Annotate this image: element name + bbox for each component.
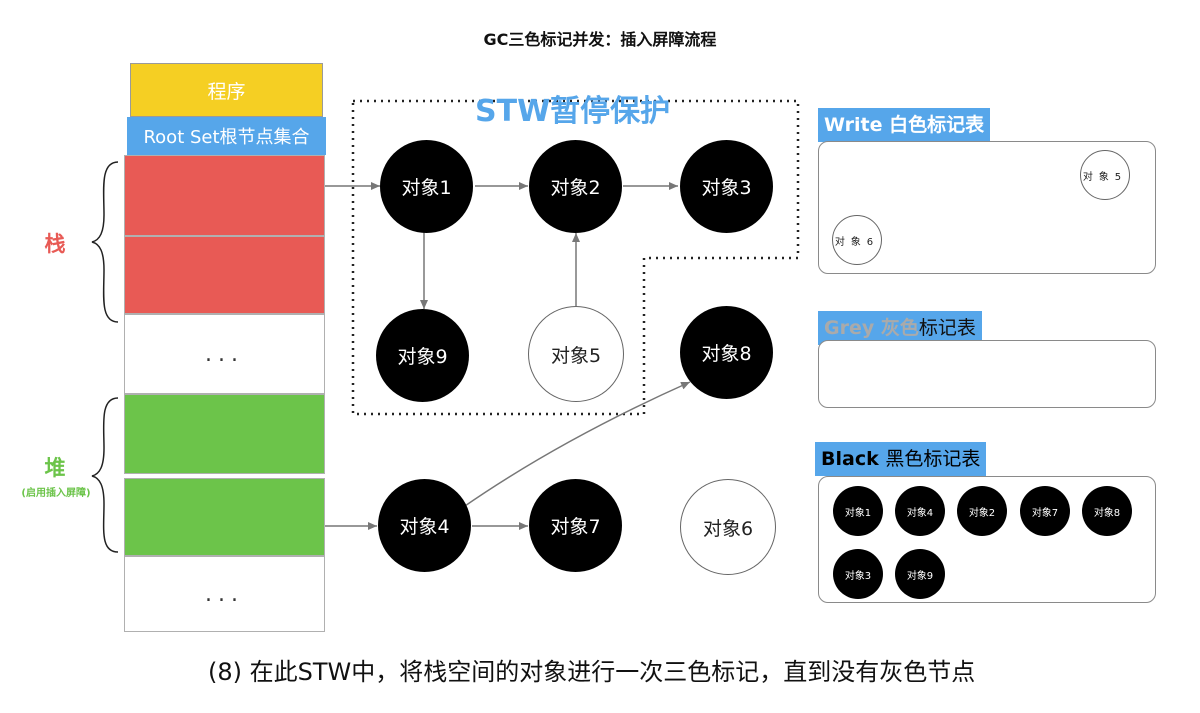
heap-cell-2: [124, 478, 325, 556]
stack-brace: [91, 161, 119, 323]
black-item-obj2: 对象2: [957, 486, 1007, 536]
node-obj3: 对象3: [680, 140, 773, 233]
white-item-obj5: 对象5: [1080, 150, 1130, 200]
black-item-obj4: 对象4: [895, 486, 945, 536]
grey-table-title-rest: 标记表: [918, 317, 976, 339]
grey-table-title: Grey 灰色标记表: [818, 311, 982, 345]
node-obj4: 对象4: [378, 479, 471, 572]
stack-label: 栈: [44, 232, 66, 256]
black-item-obj3: 对象3: [833, 549, 883, 599]
grey-table-title-grey: 灰色: [880, 317, 919, 339]
grey-table-title-bold: Grey: [824, 317, 875, 339]
step-caption: (8) 在此STW中，将栈空间的对象进行一次三色标记，直到没有灰色节点: [208, 658, 976, 686]
node-obj6: 对象6: [680, 479, 776, 575]
black-table-title-rest: 黑色标记表: [885, 448, 981, 470]
black-item-obj7: 对象7: [1020, 486, 1070, 536]
white-item-obj6: 对象6: [832, 215, 882, 265]
heap-label: 堆: [44, 456, 66, 480]
node-obj9: 对象9: [376, 309, 469, 402]
heap-brace: [91, 397, 119, 553]
white-table-title: Write 白色标记表: [818, 108, 991, 142]
black-item-obj9: 对象9: [895, 549, 945, 599]
white-table-title-rest: 白色标记表: [889, 114, 985, 136]
arrow-obj4-to-obj8: [461, 381, 691, 509]
white-table-title-bold: Write: [824, 114, 883, 136]
stack-cell-1: [124, 155, 325, 236]
black-table-title: Black 黑色标记表: [815, 442, 987, 476]
heap-cell-1: [124, 394, 325, 474]
node-obj2: 对象2: [529, 140, 622, 233]
page-title: GC三色标记并发：插入屏障流程: [483, 30, 717, 49]
black-item-obj8: 对象8: [1082, 486, 1132, 536]
node-obj5: 对象5: [528, 306, 624, 402]
black-table-title-bold: Black: [821, 448, 879, 470]
black-item-obj1: 对象1: [833, 486, 883, 536]
stw-label: STW暂停保护: [475, 94, 671, 129]
stw-region: [351, 99, 800, 416]
node-obj8: 对象8: [680, 306, 773, 399]
black-table-panel: 对象1 对象4 对象2 对象7 对象8 对象3 对象9: [818, 476, 1156, 603]
node-obj1: 对象1: [380, 140, 473, 233]
stack-cell-2: [124, 236, 325, 314]
program-block: 程序: [130, 63, 323, 117]
grey-table-panel: [818, 340, 1156, 408]
root-set-block: Root Set根节点集合: [127, 117, 326, 155]
stack-ellipsis: ...: [124, 314, 325, 394]
white-table-panel: 对象5 对象6: [818, 141, 1156, 274]
heap-note: (启用插入屏障): [21, 488, 91, 499]
node-obj7: 对象7: [529, 479, 622, 572]
heap-ellipsis: ...: [124, 556, 325, 632]
